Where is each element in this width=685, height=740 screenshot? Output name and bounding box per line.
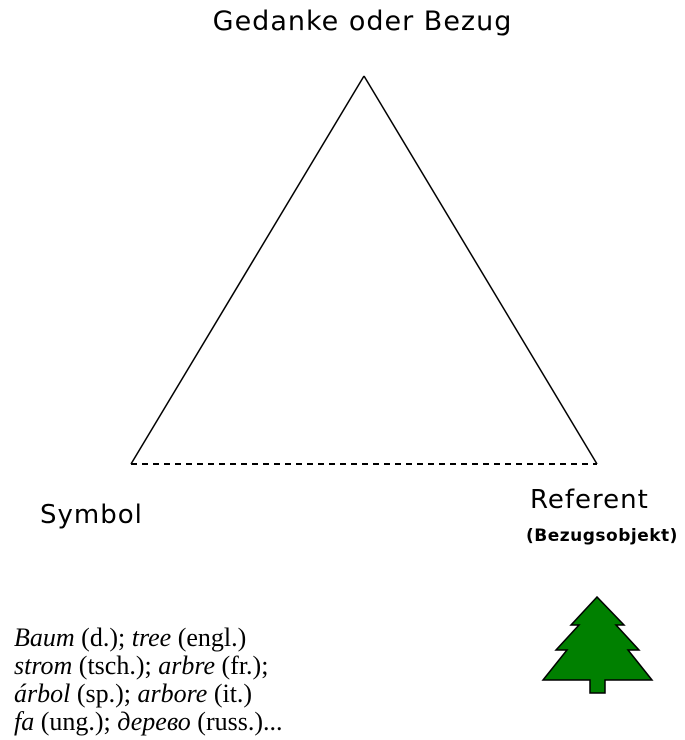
word-line: strom (tsch.); arbre (fr.); [14, 652, 283, 680]
referent-sublabel: (Bezugsobjekt) [526, 526, 678, 546]
word-line: fa (ung.); дерево (russ.)... [14, 708, 283, 736]
language-note: (it.) [207, 679, 253, 708]
language-note: (tsch.); [72, 651, 159, 680]
word-line: Baum (d.); tree (engl.) [14, 624, 283, 652]
word-line: árbol (sp.); arbore (it.) [14, 680, 283, 708]
symbol-label: Symbol [40, 500, 143, 530]
language-note: (russ.)... [190, 707, 283, 736]
apex-label: Gedanke oder Bezug [212, 6, 513, 37]
word-term: Baum [14, 623, 75, 652]
language-note: (sp.); [70, 679, 138, 708]
word-list: Baum (d.); tree (engl.)strom (tsch.); ar… [14, 624, 283, 736]
language-note: (fr.); [215, 651, 269, 680]
word-term: arbore [137, 679, 208, 708]
referent-label: Referent [530, 485, 649, 515]
word-term: strom [14, 651, 73, 680]
language-note: (ung.); [34, 707, 118, 736]
word-term: дерево [117, 707, 191, 736]
word-term: tree [131, 623, 172, 652]
word-term: árbol [14, 679, 71, 708]
word-term: fa [14, 707, 35, 736]
edge-apex-to-referent [363, 75, 598, 465]
word-term: arbre [158, 651, 216, 680]
language-note: (engl.) [171, 623, 247, 652]
edge-symbol-to-apex [130, 75, 365, 465]
language-note: (d.); [74, 623, 132, 652]
